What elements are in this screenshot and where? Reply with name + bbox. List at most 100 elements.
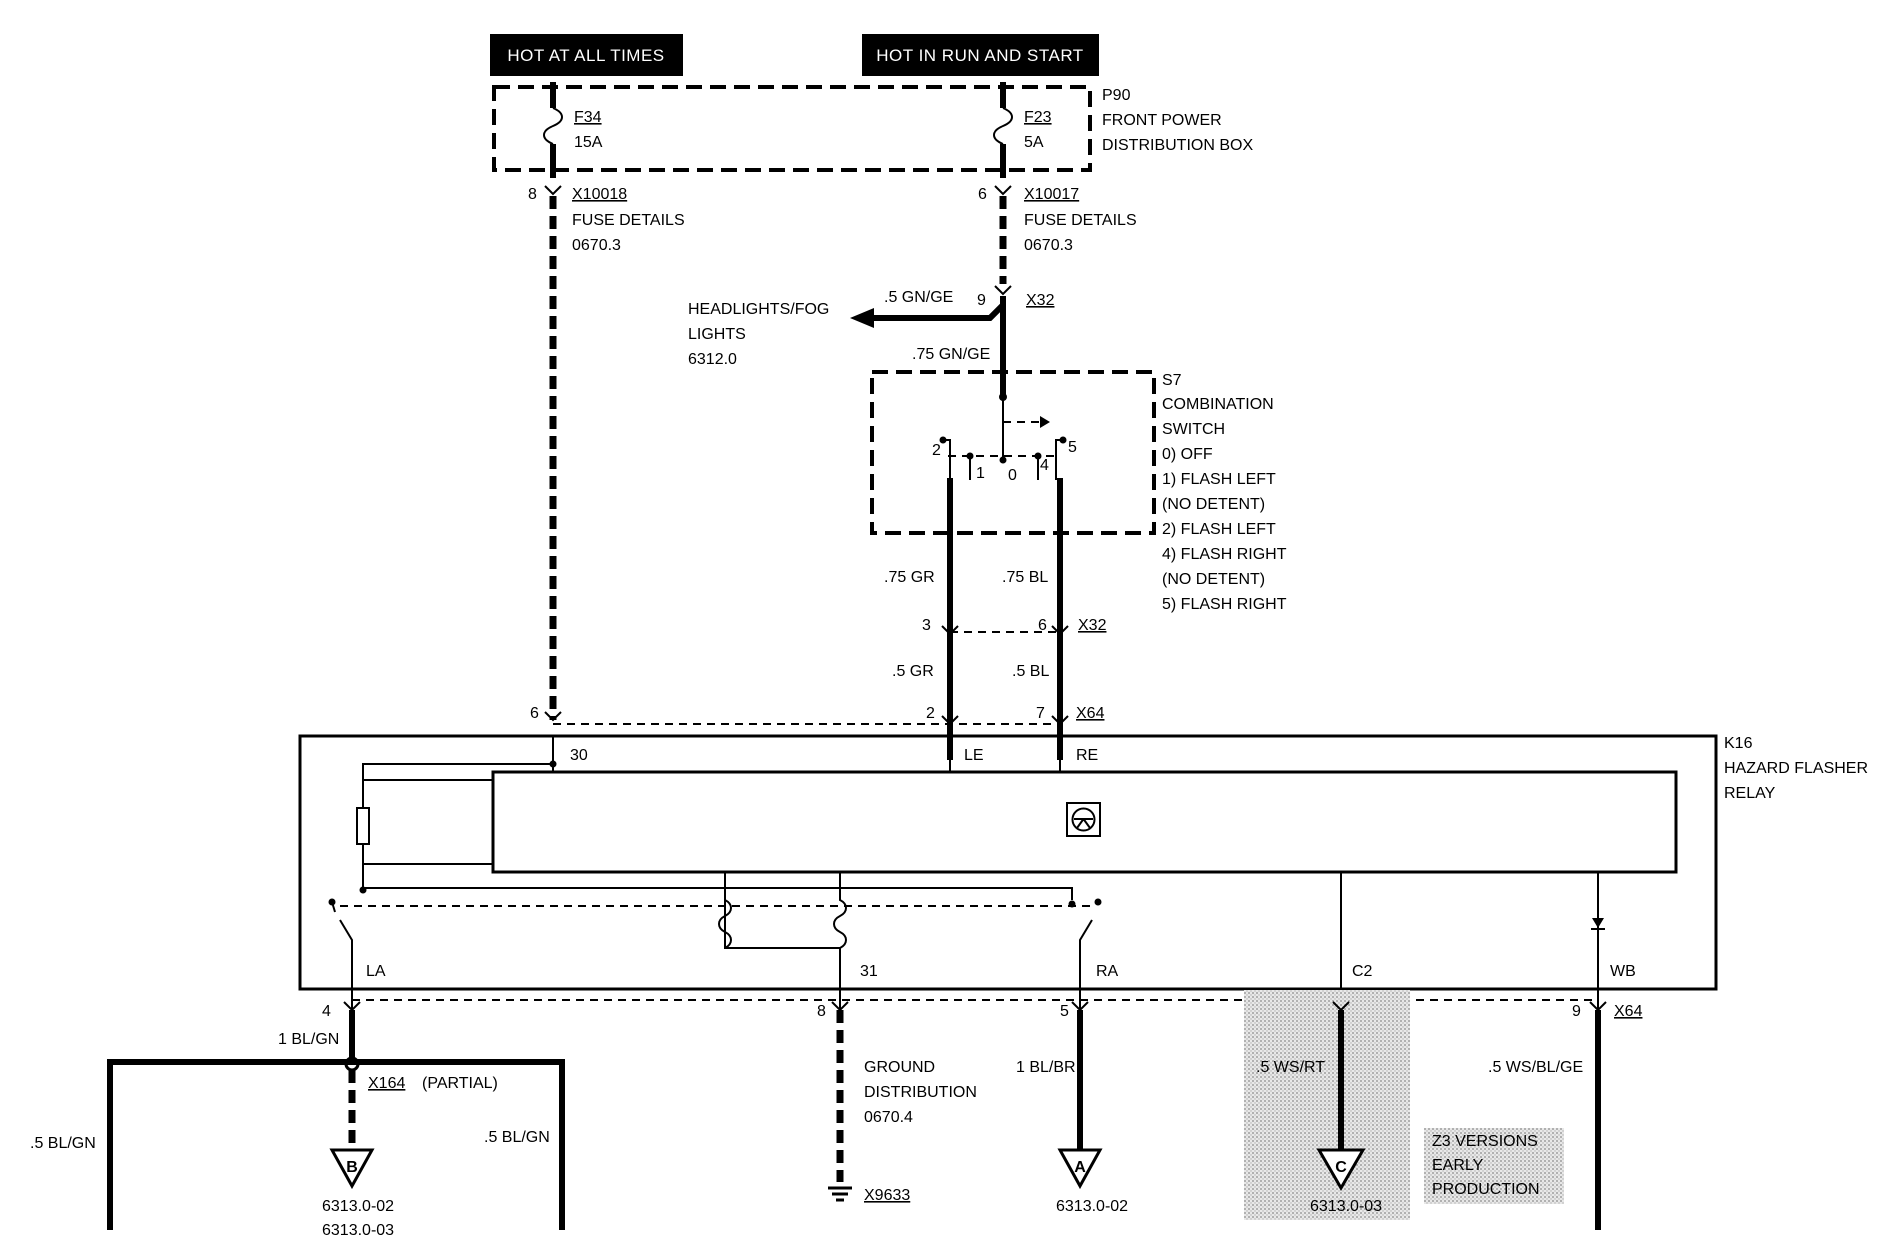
connector-x10018-name: X10018 [572, 186, 627, 203]
relay-pin2: 2 [926, 705, 935, 722]
arrow-headlights [850, 308, 874, 328]
splice-x164-note: (PARTIAL) [422, 1075, 498, 1092]
switch-position-4-note: (NO DETENT) [1162, 571, 1265, 588]
connector-relay-pin6-symbol [544, 711, 562, 722]
relay-coil-left [718, 899, 732, 949]
fuse-f23-name: F23 [1024, 109, 1052, 126]
switch-position-0: 0) OFF [1162, 446, 1213, 463]
relay-ra-common-node [1068, 900, 1076, 908]
switch-contact-0 [999, 456, 1007, 464]
relay-terminal-wb: WB [1610, 963, 1636, 980]
connector-x10018-line2: 0670.3 [572, 237, 621, 254]
switch-position-1-note: (NO DETENT) [1162, 496, 1265, 513]
hazard-flasher-relay-outline [298, 734, 1718, 991]
switch-id: S7 [1162, 372, 1182, 389]
headlights-line3: 6312.0 [688, 351, 737, 368]
relay-module-block [491, 770, 1678, 874]
wire-gr-upper-label: .75 GR [884, 569, 935, 586]
switch-position-1: 1) FLASH LEFT [1162, 471, 1276, 488]
z3-note-line2: EARLY [1432, 1157, 1484, 1174]
header-hot-at-all-times-label: HOT AT ALL TIMES [507, 46, 664, 65]
x32-lower-connector-name: X32 [1078, 617, 1107, 634]
power-distribution-box-outline [492, 85, 1092, 172]
relay-terminal-30: 30 [570, 747, 588, 764]
fuse-f23-symbol [993, 107, 1013, 145]
connector-x10018-symbol [544, 185, 562, 196]
splice-x164-name: X164 [368, 1075, 405, 1092]
connector-x10017-pin: 6 [978, 186, 987, 203]
power-box-name-line2: DISTRIBUTION BOX [1102, 137, 1253, 154]
switch-contact-2-path [942, 439, 951, 480]
arrow-a-letter: A [1074, 1159, 1086, 1176]
relay-terminal-ra: RA [1096, 963, 1119, 980]
relay-internal-common-bus [363, 887, 1073, 900]
x64-pin5: 5 [1060, 1003, 1069, 1020]
fuse-f34-symbol [543, 107, 563, 145]
arrow-a-icon [1057, 1148, 1103, 1190]
wire-gr-lower-label: .5 GR [892, 663, 934, 680]
switch-contact-2 [939, 436, 947, 444]
switch-position-5: 5) FLASH RIGHT [1162, 596, 1287, 613]
relay-ra-wire [1079, 919, 1093, 1010]
relay-terminal-31: 31 [860, 963, 878, 980]
power-box-name-line1: FRONT POWER [1102, 112, 1222, 129]
switch-contact-4 [1034, 452, 1042, 460]
relay-la-contact-node [328, 898, 336, 906]
headlights-line2: LIGHTS [688, 326, 746, 343]
arrow-c-ref: 6313.0-03 [1310, 1198, 1382, 1215]
x64-pin9: 9 [1572, 1003, 1581, 1020]
relay-resistor [356, 807, 370, 845]
connector-x10018-pin: 8 [528, 186, 537, 203]
wire-c2-label: .5 WS/RT [1256, 1059, 1325, 1076]
arrow-b-ref1: 6313.0-02 [322, 1198, 394, 1215]
fuse-f34-name: F34 [574, 109, 602, 126]
x64-bottom-connector-name: X64 [1614, 1003, 1643, 1020]
switch-actuator-arrow [1040, 416, 1050, 428]
relay-name-line2: RELAY [1724, 785, 1776, 802]
ground-line1: GROUND [864, 1059, 935, 1076]
x32-pin6: 6 [1038, 617, 1047, 634]
fuse-f23-rating: 5A [1024, 134, 1044, 151]
arrow-c-letter: C [1335, 1159, 1347, 1176]
relay-terminal-c2: C2 [1352, 963, 1373, 980]
x32-pin9: 9 [977, 292, 986, 309]
relay-pin7: 7 [1036, 705, 1045, 722]
wire-right-branch-label: .5 BL/GN [484, 1129, 550, 1146]
header-hot-at-all-times: HOT AT ALL TIMES [490, 34, 683, 76]
x64-pin8: 8 [817, 1003, 826, 1020]
switch-name-line1: COMBINATION [1162, 396, 1274, 413]
switch-position-4: 4) FLASH RIGHT [1162, 546, 1287, 563]
connector-x10017-line1: FUSE DETAILS [1024, 212, 1137, 229]
z3-note-line3: PRODUCTION [1432, 1181, 1540, 1198]
switch-label-0: 0 [1008, 467, 1017, 484]
wire-left-branch-label: .5 BL/GN [30, 1135, 96, 1152]
relay-id: K16 [1724, 735, 1753, 752]
wire-la-label: 1 BL/GN [278, 1031, 339, 1048]
headlights-line1: HEADLIGHTS/FOG [688, 301, 829, 318]
x64-top-connector-name: X64 [1076, 705, 1105, 722]
relay-terminal-le: LE [964, 747, 984, 764]
combination-switch-outline [870, 370, 1156, 535]
header-hot-in-run-and-start: HOT IN RUN AND START [862, 34, 1099, 76]
connector-x10018-line1: FUSE DETAILS [572, 212, 685, 229]
switch-contact-5 [1059, 436, 1067, 444]
ground-line3: 0670.4 [864, 1109, 913, 1126]
relay-terminal-re: RE [1076, 747, 1098, 764]
x64-pin4: 4 [322, 1003, 331, 1020]
wire-bl-upper-label: .75 BL [1002, 569, 1048, 586]
connector-x32-pin9-symbol [994, 285, 1012, 296]
wire-wb-label: .5 WS/BL/GE [1488, 1059, 1583, 1076]
z3-note-line1: Z3 VERSIONS [1432, 1133, 1538, 1150]
arrow-b-ref2: 6313.0-03 [322, 1222, 394, 1239]
relay-flasher-symbol-icon [1066, 802, 1101, 837]
x32-connector-name: X32 [1026, 292, 1055, 309]
ground-icon [828, 1186, 852, 1202]
header-hot-in-run-label: HOT IN RUN AND START [876, 46, 1083, 65]
z3-shaded-area [1244, 990, 1410, 1220]
relay-la-wire [339, 919, 353, 1010]
relay-pin6: 6 [530, 705, 539, 722]
switch-contact-1 [966, 452, 974, 460]
connector-x10017-symbol [994, 185, 1012, 196]
relay-internal-feed-left [362, 763, 553, 808]
switch-label-5: 5 [1068, 439, 1077, 456]
